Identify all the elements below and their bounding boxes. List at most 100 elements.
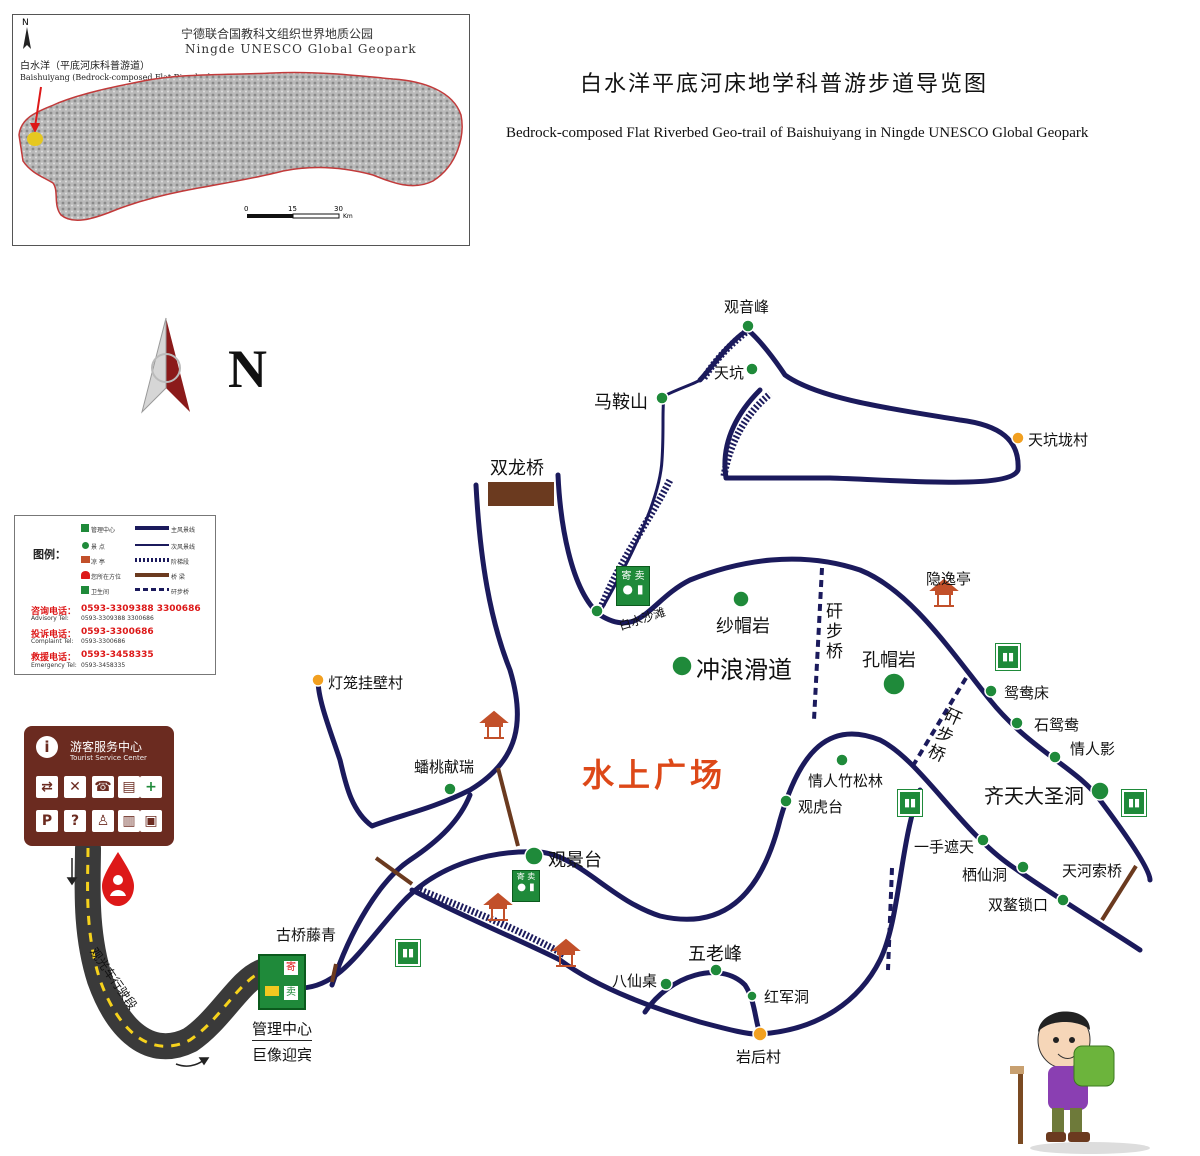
you-are-here-icon	[102, 852, 134, 906]
inset-north-arrow-icon: N	[22, 18, 31, 49]
label-chonglanghuadao: 冲浪滑道	[696, 656, 792, 684]
legend-emergency-en-value: 0593-3458335	[81, 662, 126, 669]
label-qingrenzhusonglin: 情人竹松林	[808, 772, 884, 790]
label-shamaoyan: 纱帽岩	[716, 616, 770, 637]
legend-advisory-en: Advisory Tel:	[31, 615, 69, 622]
shop-badge-south: 寄 卖 ● ▮	[512, 870, 540, 902]
mgmt-card-icon	[265, 986, 279, 996]
pavilion-icon	[479, 578, 959, 967]
spot-baishuishatan	[590, 604, 604, 618]
label-tiankeng: 天坑	[714, 364, 745, 382]
inset-location-marker	[27, 132, 43, 146]
legend-complaint-en: Complaint Tel:	[31, 638, 74, 645]
inset-title-en: Ningde UNESCO Global Geopark	[185, 42, 417, 56]
inset-region-shape	[18, 71, 463, 221]
parking-icon: P	[36, 810, 58, 832]
label-yanhoucun: 岩后村	[736, 1048, 782, 1066]
lower-loop	[409, 787, 923, 1037]
label-guanyinfeng: 观音峰	[724, 298, 770, 316]
legend-mgmt-icon	[81, 524, 89, 532]
label-shiyuanyang: 石鸳鸯	[1034, 716, 1080, 734]
shop-badge-north: 寄 卖 ● ▮	[616, 566, 650, 606]
village-tiankenglongcun	[1011, 431, 1025, 445]
svg-text:0: 0	[244, 205, 248, 213]
village-denglongguabicun	[311, 673, 325, 687]
main-trail-south	[299, 731, 1143, 991]
spot-kongmaoyan	[882, 672, 906, 696]
restroom-icon: ♙	[92, 810, 114, 832]
mgmt-bottom-badge: 卖	[284, 986, 298, 1000]
spot-hongjundong	[746, 990, 758, 1002]
label-tiankenglongcun: 天坑垅村	[1028, 431, 1089, 449]
label-guanjingtai: 观景台	[548, 850, 602, 871]
legend-emergency-label: 救援电话：	[31, 653, 77, 663]
shop-badge-north-label: 寄 卖	[621, 571, 645, 582]
legend-spot-icon	[82, 542, 89, 549]
tourist-center-title: 游客服务中心	[70, 740, 143, 754]
legend-advisory-value: 0593-3309388 3300686	[81, 604, 201, 614]
spot-qingrenying	[1048, 750, 1062, 764]
label-divider	[252, 1040, 312, 1041]
info-icon: i	[36, 736, 58, 758]
help-icon: ?	[64, 810, 86, 832]
spot-chonglanghuadao	[671, 655, 693, 677]
north-loop	[697, 327, 1021, 485]
spot-shuangaosuokou	[1056, 893, 1070, 907]
legend-spot-label: 景 点	[91, 544, 105, 551]
legend-emergency-value: 0593-3458335	[81, 650, 154, 660]
label-qingrenying: 情人影	[1070, 740, 1116, 758]
spot-yuanyangchuang	[984, 684, 998, 698]
legend-location-label: 您所在方位	[91, 574, 122, 581]
legend-bridge-label: 桥 梁	[171, 574, 185, 581]
spot-tiankeng	[745, 362, 759, 376]
bridge-line-4	[330, 963, 338, 983]
shop-badge-north-icons: ● ▮	[622, 582, 644, 596]
legend-bridge-line	[135, 573, 169, 577]
label-hongjundong: 红军洞	[764, 988, 810, 1006]
legend-box: 图例： 管理中心 景 点 凉 亭 您所在方位 卫生间 主风景线 次风景线 阶梯段…	[14, 515, 216, 675]
spot-maanshan	[655, 391, 669, 405]
tourist-center-subtitle: Tourist Service Center	[70, 754, 147, 762]
legend-location-icon	[81, 571, 90, 579]
spot-shiyuanyang	[1010, 716, 1024, 730]
label-shuishangguangchang: 水上广场	[582, 756, 727, 794]
label-yishouzhetian: 一手遮天	[914, 838, 975, 856]
legend-pavilion-label: 凉 亭	[91, 559, 105, 566]
stairs-segment-1	[598, 478, 674, 607]
stepping-bridge-3	[886, 867, 894, 971]
label-juxiangyingbin: 巨像迎宾	[252, 1046, 313, 1064]
spot-baxianzhuo	[659, 977, 673, 991]
legend-restroom-label: 卫生间	[91, 589, 110, 596]
stepping-bridge-2	[912, 676, 968, 766]
document-icon: ▤	[118, 776, 140, 798]
label-maanshan: 马鞍山	[594, 392, 648, 413]
label-wulaofeng: 五老峰	[688, 944, 742, 965]
restroom-icon: ▮▮	[395, 939, 421, 967]
spot-qingrenzhusonglin	[835, 753, 849, 767]
north-label: N	[228, 339, 267, 399]
inset-title-cn: 宁德联合国教科文组织世界地质公园	[181, 27, 374, 41]
label-guqiaotengqing: 古桥藤青	[276, 926, 337, 944]
restroom-icon: ▮▮	[1121, 789, 1147, 817]
inset-map: 宁德联合国教科文组织世界地质公园 Ningde UNESCO Global Ge…	[12, 14, 470, 246]
secondary-trail-maanshan	[598, 378, 702, 614]
legend-secondary-road-label: 次风景线	[171, 544, 196, 551]
label-yuanyangchuang: 鸳鸯床	[1004, 684, 1050, 702]
legend-complaint-en-value: 0593-3300686	[81, 638, 126, 645]
label-ganbuqiao-1: 矸步桥	[826, 602, 843, 662]
spot-qitiandashengdong	[1090, 781, 1110, 801]
inset-scale-bar: 0 15 30 Km	[244, 205, 353, 220]
restaurant-icon: ✕	[64, 776, 86, 798]
inset-label-en: Baishuiyang (Bedrock-composed Flat River…	[20, 73, 252, 82]
exchange-icon: ⇄	[36, 776, 58, 798]
legend-stairs-line	[135, 558, 169, 562]
spot-guanjingtai	[524, 846, 544, 866]
svg-text:15: 15	[288, 205, 297, 213]
svg-text:Km: Km	[343, 213, 353, 220]
tourist-service-center-sign: i 游客服务中心 Tourist Service Center ⇄ ✕ ☎ ▤ …	[24, 726, 174, 846]
guqiao-link	[329, 792, 473, 988]
village-yanhoucun	[752, 1026, 768, 1042]
label-yinyiting: 隐逸亭	[926, 570, 972, 588]
label-qitiandashengdong: 齐天大圣洞	[984, 784, 1084, 808]
shop-badge-south-label: 寄 卖	[516, 872, 536, 881]
